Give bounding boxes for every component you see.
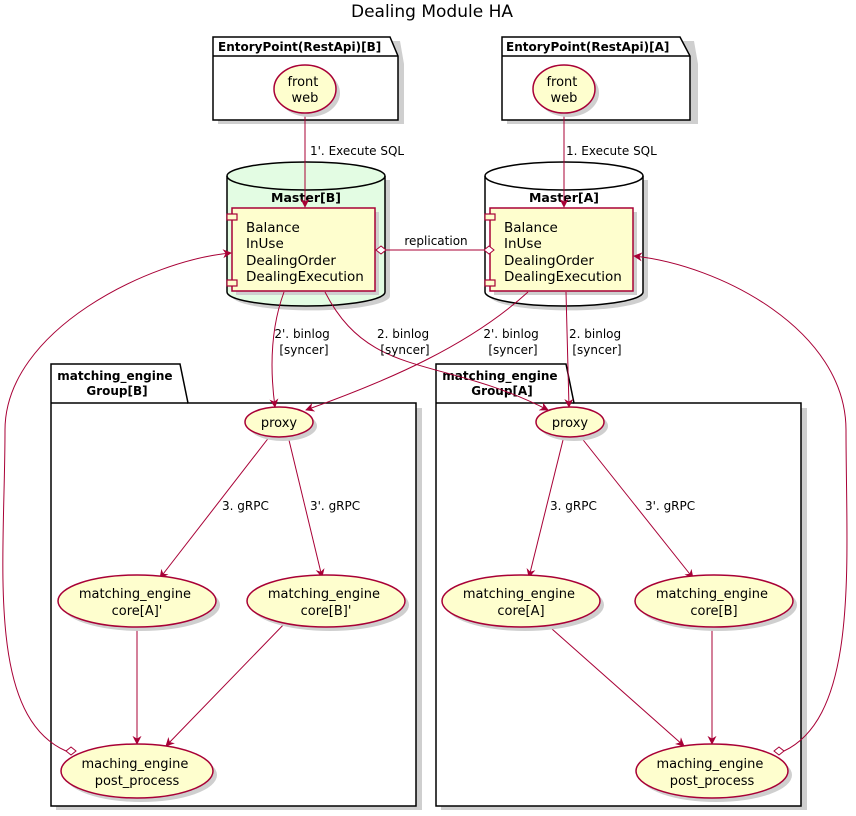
edge-post-a-to-master-a	[633, 252, 848, 756]
svg-text:matching_engine core[A]: matching_engine core[A]	[463, 587, 579, 619]
node-core-b: matching_engine core[B]	[634, 574, 797, 631]
master-b-tables: Balance InUse DealingOrder DealingExecut…	[246, 220, 364, 285]
node-core-a: matching_engine core[A]	[441, 574, 604, 631]
edge-core-b-prime-post-b	[165, 619, 289, 747]
edge-grpc-proxy-b-core-b-prime	[287, 435, 325, 578]
svg-text:front web: front web	[546, 75, 581, 106]
package-entry-b-label: EntoryPoint(RestApi)[B]	[218, 40, 381, 54]
label-exec-sql-b: 1'. Execute SQL	[310, 144, 404, 158]
label-binlog-b-to-b: 2'. binlog [syncer]	[274, 327, 333, 357]
label-replication: replication	[404, 234, 467, 248]
label-binlog-a-to-a: 2. binlog [syncer]	[569, 327, 625, 357]
edge-replication	[375, 245, 495, 255]
edge-binlog-a-to-proxy-a	[564, 291, 574, 408]
package-entry-a-label: EntoryPoint(RestApi)[A]	[506, 40, 669, 54]
package-entry-a: EntoryPoint(RestApi)[A]	[501, 36, 698, 124]
edge-grpc-proxy-a-core-a	[526, 435, 565, 578]
node-post-process-b: maching_engine post_process	[60, 743, 217, 802]
svg-text:maching_engine post_proc: maching_engine post_process	[656, 757, 767, 789]
package-group-b-label: matching_engine Group[B]	[57, 369, 177, 398]
master-b-label: Master[B]	[271, 190, 341, 205]
label-binlog-b-to-a: 2. binlog [syncer]	[377, 327, 433, 357]
label-exec-sql-a: 1. Execute SQL	[566, 144, 657, 158]
node-front-web-a: front web	[532, 64, 599, 117]
label-grpc-b-2: 3'. gRPC	[310, 499, 360, 513]
label-grpc-b-1: 3. gRPC	[222, 499, 269, 513]
node-core-b-prime: matching_engine core[B]'	[246, 574, 409, 631]
node-post-process-a: maching_engine post_process	[635, 743, 792, 802]
edge-binlog-b-to-proxy-a	[324, 291, 549, 411]
component-master-a: Balance InUse DealingOrder DealingExecut…	[484, 207, 637, 295]
svg-text:matching_engine core[B]: matching_engine core[B]	[656, 587, 772, 619]
svg-text:matching_engine core[B]': matching_engine core[B]'	[268, 587, 384, 619]
edge-post-b-to-master-b	[2, 249, 232, 756]
component-master-b: Balance InUse DealingOrder DealingExecut…	[226, 207, 379, 295]
edge-binlog-b-to-proxy-b	[269, 291, 285, 408]
edge-binlog-a-to-proxy-b	[305, 291, 529, 412]
edge-grpc-proxy-b-core-a-prime	[159, 435, 271, 579]
svg-text:front web: front web	[287, 75, 322, 106]
node-proxy-a: proxy	[535, 406, 608, 441]
svg-text:proxy: proxy	[552, 416, 589, 431]
node-proxy-b: proxy	[244, 406, 317, 441]
node-front-web-b: front web	[273, 64, 340, 117]
label-grpc-a-2: 3'. gRPC	[645, 499, 695, 513]
diagram-title: Dealing Module HA	[351, 2, 513, 22]
label-binlog-a-to-b: 2'. binlog [syncer]	[483, 327, 542, 357]
svg-text:maching_engine post_proc: maching_engine post_process	[81, 757, 192, 789]
edge-grpc-proxy-a-core-b	[579, 435, 694, 579]
edge-core-a-post-a	[542, 620, 685, 747]
svg-text:proxy: proxy	[261, 416, 298, 431]
node-core-a-prime: matching_engine core[A]'	[57, 574, 220, 631]
svg-text:matching_engine core[A]': matching_engine core[A]'	[79, 587, 195, 619]
label-grpc-a-1: 3. gRPC	[550, 499, 597, 513]
master-a-tables: Balance InUse DealingOrder DealingExecut…	[504, 220, 622, 285]
